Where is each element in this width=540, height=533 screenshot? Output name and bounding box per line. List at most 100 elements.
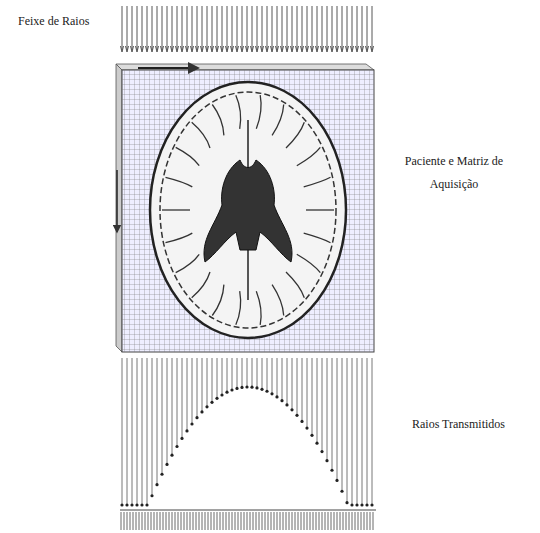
- band-line: [325, 512, 326, 530]
- ray-head: [201, 46, 204, 52]
- ray-line: [232, 6, 233, 50]
- ray-line: [342, 6, 343, 50]
- ray-line: [187, 6, 188, 50]
- ray-head: [251, 46, 254, 52]
- band-line: [271, 512, 272, 530]
- ray-line: [287, 6, 288, 50]
- gyrus: [286, 122, 304, 148]
- ray-line: [222, 358, 223, 395]
- ray-line: [252, 358, 253, 387]
- band-line: [364, 512, 365, 530]
- ray-line: [267, 358, 268, 391]
- ray-head: [226, 46, 229, 52]
- band-line: [235, 512, 236, 530]
- band-line: [217, 512, 218, 530]
- band-line: [238, 512, 239, 530]
- band-line: [142, 512, 143, 530]
- ray-line: [247, 6, 248, 50]
- band-line: [274, 512, 275, 530]
- ray-beam: [121, 6, 374, 52]
- gyrus: [306, 209, 334, 210]
- beam-label: Feixe de Raios: [18, 10, 118, 33]
- ray-end: [350, 503, 353, 506]
- ray-end: [245, 385, 248, 388]
- ray-head: [281, 46, 284, 52]
- slab-top: [116, 64, 374, 70]
- band-line: [163, 512, 164, 530]
- ray-line: [262, 6, 263, 50]
- ray-line: [127, 6, 128, 50]
- band-line: [370, 512, 371, 530]
- band-line: [205, 512, 206, 530]
- ray-head: [161, 46, 164, 52]
- ray-end: [370, 503, 373, 506]
- band-line: [157, 512, 158, 530]
- ray-head: [176, 46, 179, 52]
- ray-line: [237, 358, 238, 388]
- ray-line: [332, 6, 333, 50]
- ray-line: [167, 6, 168, 50]
- band-line: [190, 512, 191, 530]
- band-line: [334, 512, 335, 530]
- ray-line: [122, 358, 123, 505]
- ray-line: [267, 6, 268, 50]
- ray-line: [132, 6, 133, 50]
- gyrus: [166, 233, 193, 243]
- ray-end: [315, 442, 318, 445]
- ray-head: [296, 46, 299, 52]
- ray-head: [141, 46, 144, 52]
- ray-end: [190, 422, 193, 425]
- band-line: [346, 512, 347, 530]
- band-line: [247, 512, 248, 530]
- band-line: [340, 512, 341, 530]
- transmitted-rays: [120, 358, 373, 507]
- ray-end: [300, 420, 303, 423]
- ray-line: [287, 358, 288, 405]
- ray-head: [316, 46, 319, 52]
- band-line: [343, 512, 344, 530]
- ray-line: [272, 358, 273, 394]
- ray-line: [297, 358, 298, 415]
- ray-line: [357, 358, 358, 505]
- ray-end: [325, 459, 328, 462]
- ray-line: [222, 6, 223, 50]
- ray-end: [275, 395, 278, 398]
- ray-end: [180, 437, 183, 440]
- ray-line: [272, 6, 273, 50]
- gyri: [162, 95, 334, 325]
- band-line: [172, 512, 173, 530]
- band-line: [211, 512, 212, 530]
- ray-line: [152, 6, 153, 50]
- band-line: [184, 512, 185, 530]
- ray-line: [337, 358, 338, 480]
- ray-head: [321, 46, 324, 52]
- ray-end: [265, 390, 268, 393]
- ray-line: [172, 358, 173, 455]
- ray-head: [211, 46, 214, 52]
- ray-line: [142, 6, 143, 50]
- ray-line: [217, 358, 218, 398]
- ray-end: [160, 473, 163, 476]
- ray-line: [262, 358, 263, 389]
- ray-line: [367, 358, 368, 505]
- ray-line: [347, 358, 348, 503]
- ray-head: [146, 46, 149, 52]
- band-line: [367, 512, 368, 530]
- matrix-grid: [122, 70, 374, 352]
- ray-end: [365, 503, 368, 506]
- gyrus: [192, 122, 210, 148]
- band-line: [154, 512, 155, 530]
- ray-line: [307, 358, 308, 428]
- ray-head: [246, 46, 249, 52]
- slab-side: [116, 64, 122, 352]
- ray-head: [301, 46, 304, 52]
- ray-end: [230, 388, 233, 391]
- ray-line: [277, 358, 278, 397]
- ray-end: [125, 503, 128, 506]
- band-line: [286, 512, 287, 530]
- detector-band: [120, 510, 376, 530]
- band-line: [133, 512, 134, 530]
- ray-end: [335, 479, 338, 482]
- ray-line: [302, 358, 303, 421]
